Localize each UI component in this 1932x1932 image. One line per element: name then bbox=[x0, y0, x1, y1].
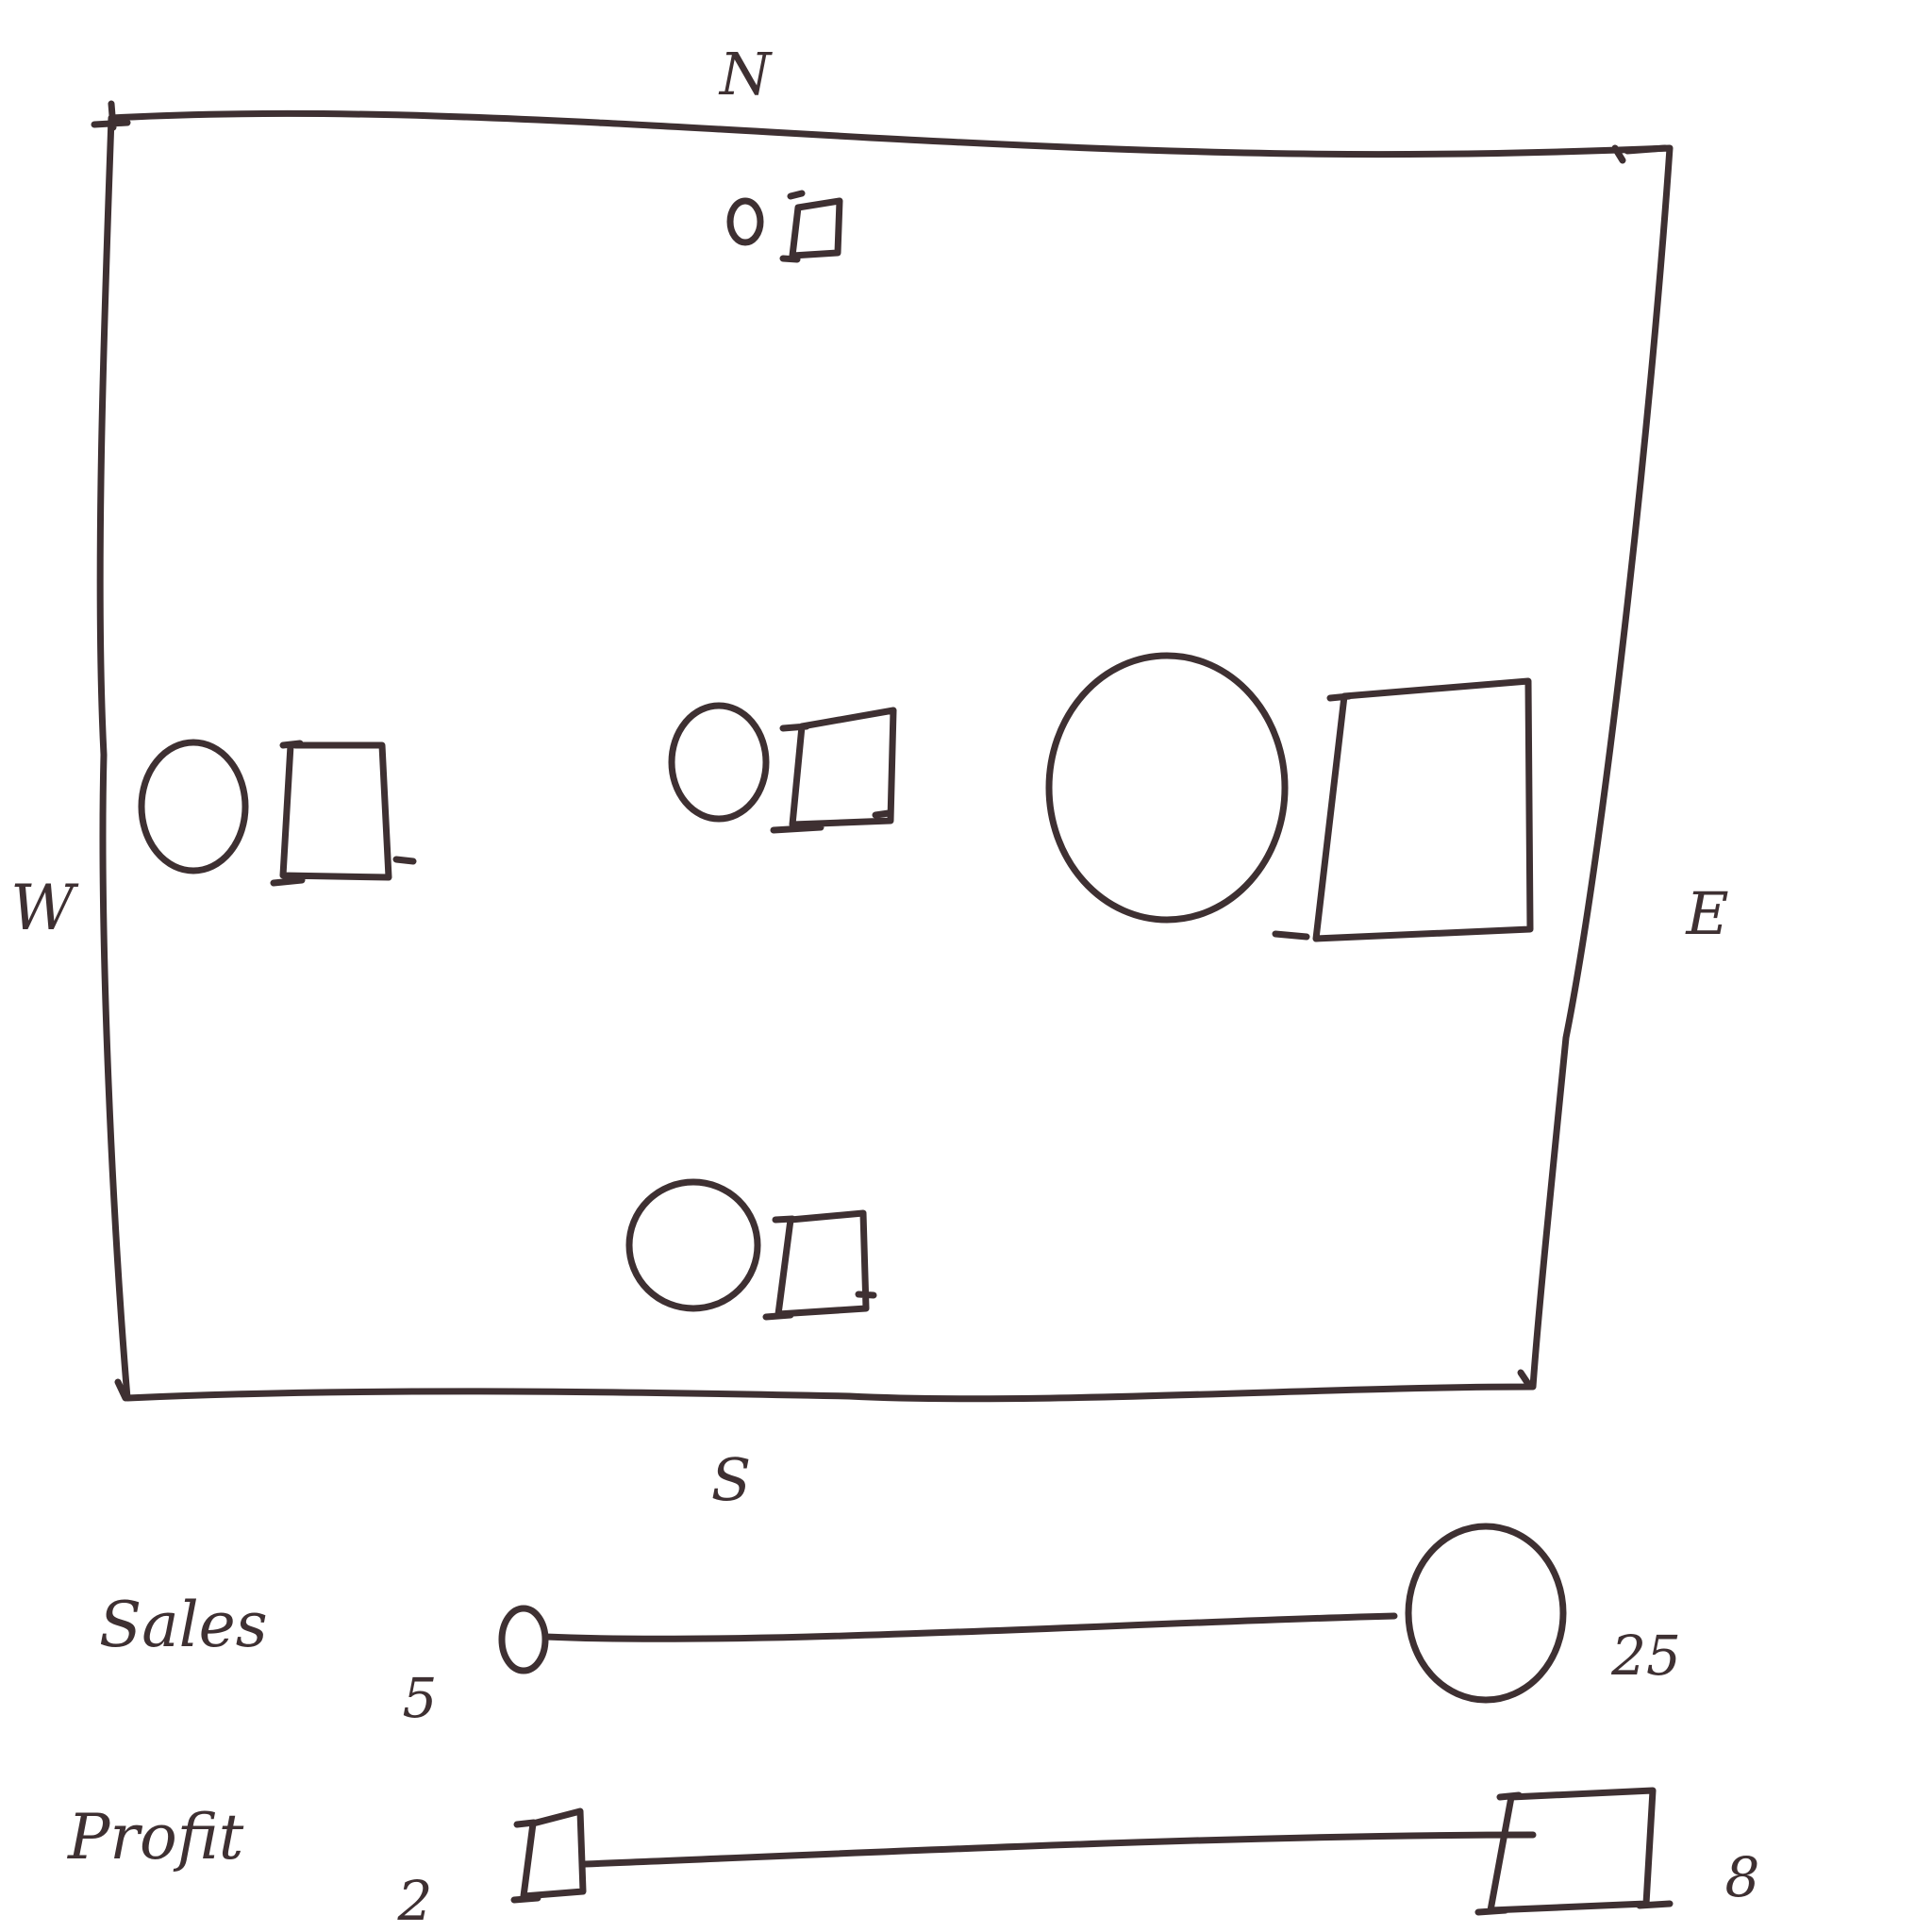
north-sales-circle bbox=[726, 197, 764, 246]
compass-north-label: N bbox=[718, 40, 774, 108]
east-profit-square bbox=[1272, 677, 1534, 942]
center-sales-circle bbox=[668, 702, 770, 823]
legend-sales-scale-line bbox=[541, 1612, 1398, 1642]
north-profit-square bbox=[779, 190, 843, 263]
compass-east-label: E bbox=[1685, 879, 1728, 948]
corner-tick-se bbox=[1517, 1369, 1534, 1391]
south-profit-square bbox=[762, 1209, 877, 1321]
legend-sales-max-label: 25 bbox=[1610, 1624, 1681, 1688]
compass-west-label: W bbox=[10, 872, 79, 944]
corner-tick-ne bbox=[1611, 144, 1669, 164]
legend-sales: Sales 5 25 bbox=[99, 1523, 1681, 1730]
region-south bbox=[625, 1178, 877, 1321]
legend-sales-label: Sales bbox=[99, 1589, 268, 1661]
region-west bbox=[138, 739, 417, 887]
east-sales-circle bbox=[1045, 652, 1289, 924]
legend-sales-max-circle bbox=[1405, 1523, 1567, 1704]
west-sales-circle bbox=[138, 739, 249, 874]
corner-tick-sw bbox=[114, 1378, 129, 1402]
compass-south-label: S bbox=[711, 1445, 751, 1514]
legend-profit-label: Profit bbox=[67, 1801, 244, 1874]
region-north bbox=[726, 190, 843, 263]
legend-profit-scale-line bbox=[581, 1831, 1537, 1868]
legend-profit: Profit 2 8 bbox=[67, 1787, 1760, 1932]
region-east bbox=[1045, 652, 1534, 942]
map-boundary bbox=[96, 109, 1674, 1403]
center-profit-square bbox=[770, 707, 897, 834]
corner-tick-nw bbox=[91, 100, 131, 131]
south-sales-circle bbox=[625, 1178, 761, 1312]
legend-profit-min-square bbox=[510, 1807, 587, 1904]
legend-profit-min-label: 2 bbox=[397, 1869, 433, 1932]
legend-profit-max-square bbox=[1474, 1787, 1674, 1916]
legend-sales-min-label: 5 bbox=[403, 1666, 438, 1730]
west-profit-square bbox=[270, 740, 417, 887]
legend-profit-max-label: 8 bbox=[1725, 1845, 1760, 1909]
legend-sales-min-circle bbox=[498, 1605, 549, 1674]
region-center bbox=[668, 702, 897, 834]
